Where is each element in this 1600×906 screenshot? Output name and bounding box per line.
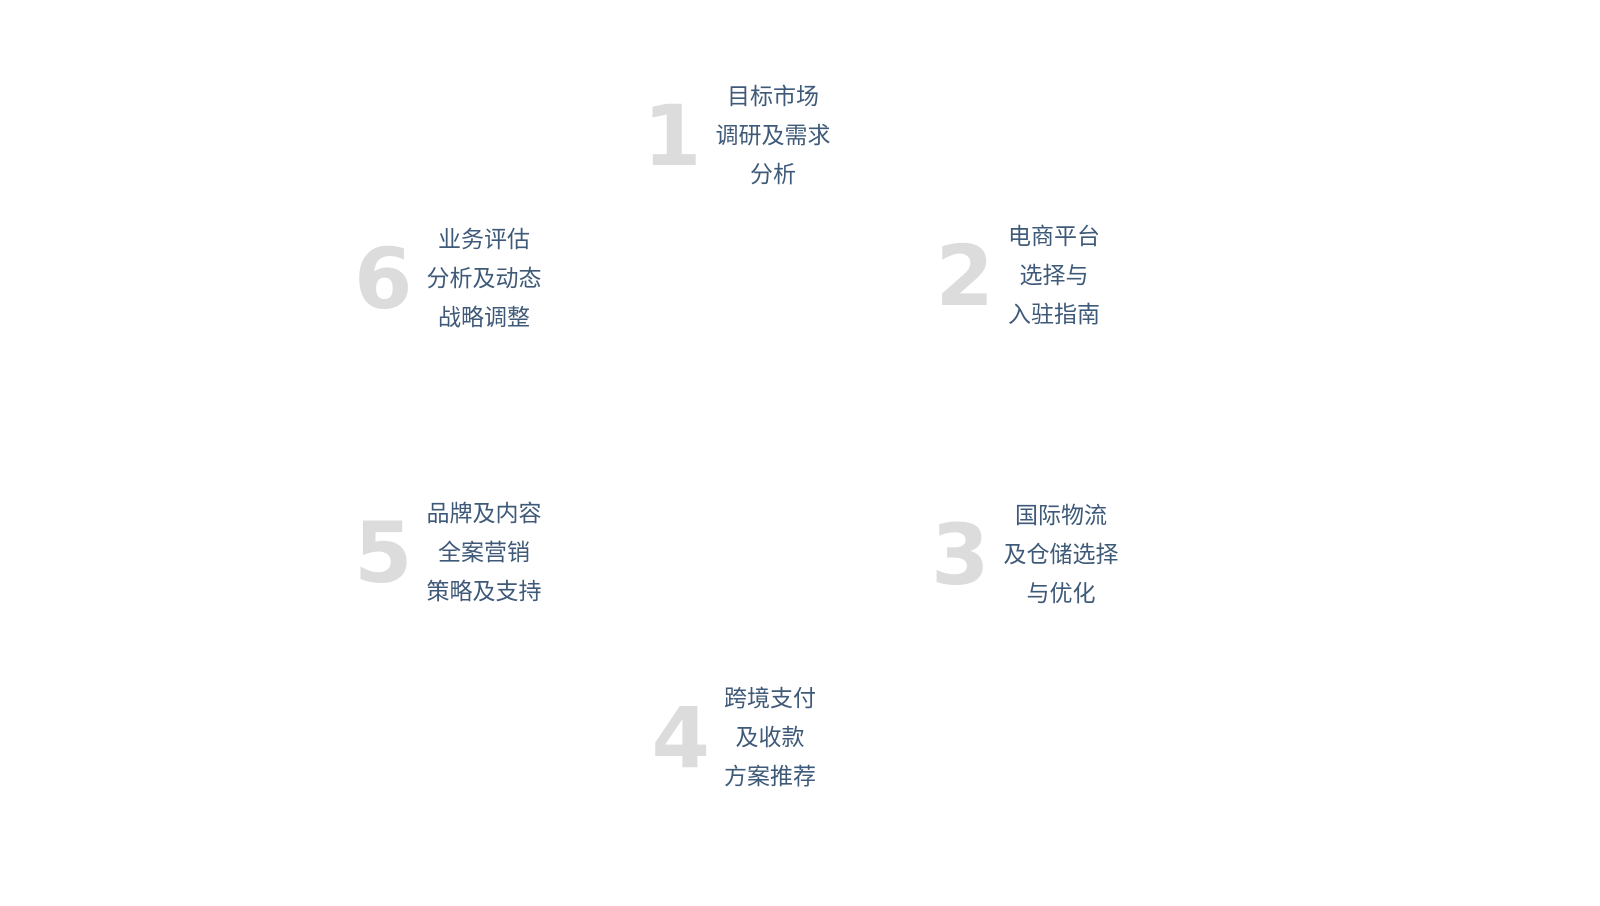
label-line: 分析及动态 xyxy=(426,265,542,292)
label-line: 入驻指南 xyxy=(1008,301,1100,328)
label-line: 业务评估 xyxy=(438,226,530,253)
label-line: 电商平台 xyxy=(1008,223,1100,250)
label-line: 选择与 xyxy=(1019,262,1089,289)
step-number: 5 xyxy=(354,504,413,602)
label-line: 策略及支持 xyxy=(426,578,542,605)
step-3: 3 国际物流 及仓储选择 与优化 xyxy=(931,490,1181,620)
step-1: 1 目标市场 调研及需求 分析 xyxy=(643,71,893,201)
step-label: 3 国际物流 及仓储选择 与优化 xyxy=(931,497,1119,614)
step-number: 2 xyxy=(935,227,994,325)
label-line: 目标市场 xyxy=(727,83,819,110)
label-line: 及收款 xyxy=(735,724,805,751)
step-number: 4 xyxy=(651,689,710,787)
step-4: 4 跨境支付 及收款 方案推荐 xyxy=(650,673,890,803)
step-number: 6 xyxy=(354,230,413,328)
step-label: 4 跨境支付 及收款 方案推荐 xyxy=(652,680,816,797)
step-number: 1 xyxy=(643,87,702,185)
step-2: 2 电商平台 选择与 入驻指南 xyxy=(934,211,1174,341)
label-line: 调研及需求 xyxy=(715,122,831,149)
step-label: 2 电商平台 选择与 入驻指南 xyxy=(936,218,1100,335)
label-line: 方案推荐 xyxy=(724,763,816,790)
step-label: 5 品牌及内容 全案营销 策略及支持 xyxy=(354,495,542,612)
step-label: 6 业务评估 分析及动态 战略调整 xyxy=(354,221,542,338)
step-5: 5 品牌及内容 全案营销 策略及支持 xyxy=(354,488,604,618)
label-line: 及仓储选择 xyxy=(1003,541,1119,568)
label-line: 分析 xyxy=(750,161,796,188)
label-line: 跨境支付 xyxy=(724,685,816,712)
label-line: 与优化 xyxy=(1026,580,1096,607)
label-line: 全案营销 xyxy=(438,539,530,566)
label-line: 国际物流 xyxy=(1015,502,1107,529)
label-line: 品牌及内容 xyxy=(426,500,542,527)
step-label: 1 目标市场 调研及需求 分析 xyxy=(643,78,831,195)
step-6: 6 业务评估 分析及动态 战略调整 xyxy=(354,214,604,344)
step-number: 3 xyxy=(931,506,990,604)
label-line: 战略调整 xyxy=(438,304,530,331)
